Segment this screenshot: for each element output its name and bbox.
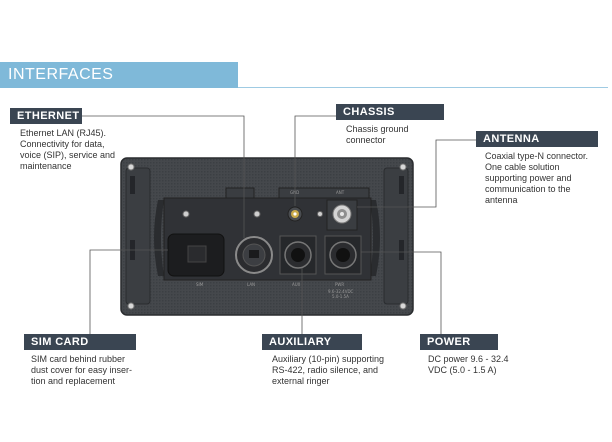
screw [127, 302, 135, 310]
screw [127, 163, 135, 171]
right-rail [383, 167, 409, 305]
antenna-description: Coaxial type-N connector. One cable solu… [485, 151, 589, 205]
section-header-bar [0, 62, 238, 88]
auxiliary-description: Auxiliary (10-pin) supporting RS-422, ra… [272, 354, 385, 386]
sim-card-label: SIM CARD [24, 334, 136, 350]
section-title: INTERFACES [8, 66, 114, 83]
svg-text:LAN: LAN [247, 282, 255, 287]
sim-card-description: SIM card behind rubber dust cover for ea… [31, 354, 133, 386]
screw [399, 163, 407, 171]
svg-text:5.0-1.5A: 5.0-1.5A [332, 294, 349, 299]
leader-lines [82, 115, 476, 334]
svg-text:AUX: AUX [292, 282, 301, 287]
power-label: POWER [420, 334, 498, 350]
power-description: DC power 9.6 - 32.4 VDC (5.0 - 1.5 A) [428, 354, 509, 375]
chassis-ground-label: CHASSIS GROUND [336, 104, 444, 134]
left-rail [125, 167, 151, 305]
svg-text:GND: GND [290, 190, 299, 195]
ethernet-label: ETHERNET [10, 108, 82, 124]
svg-text:SIM: SIM [196, 282, 204, 287]
antenna-label: ANTENNA [476, 131, 598, 147]
screw [399, 302, 407, 310]
ethernet-description: Ethernet LAN (RJ45). Connectivity for da… [20, 128, 116, 171]
auxiliary-label: AUXILIARY [262, 334, 362, 350]
svg-text:9.6-32.4VDC: 9.6-32.4VDC [328, 289, 354, 294]
chassis-ground-description: Chassis ground connector [346, 124, 409, 145]
section-header-line [238, 87, 608, 88]
svg-text:PWR: PWR [335, 282, 344, 287]
svg-text:ANT: ANT [336, 190, 345, 195]
